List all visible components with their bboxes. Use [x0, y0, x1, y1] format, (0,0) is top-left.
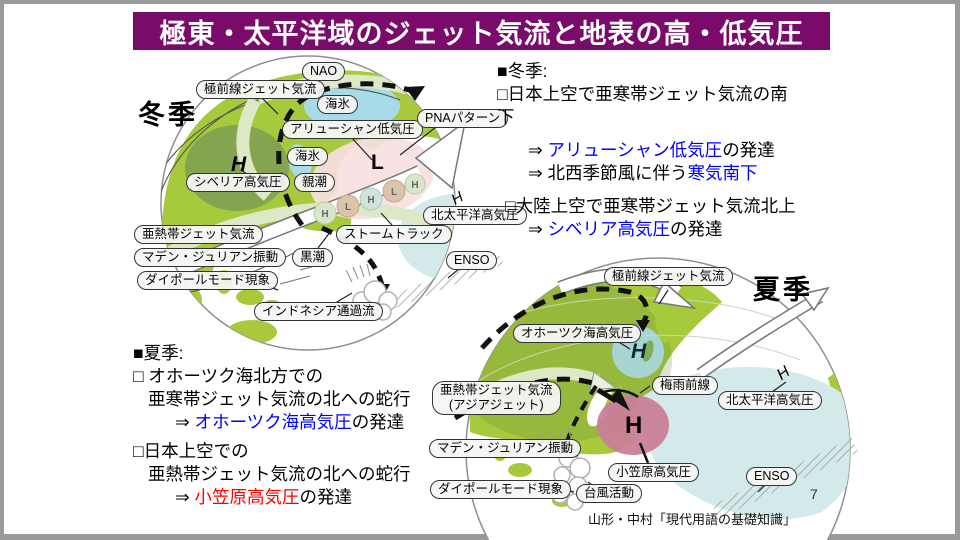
slide-title-bar: 極東・太平洋域のジェット気流と地表の高・低気圧 [133, 12, 830, 50]
label-okhotsk-high: オホーツク海高気圧 [513, 324, 642, 343]
summer-notes: ■夏季: □ オホーツク海北方での 亜寒帯ジェット気流の北への蛇行 ⇒ オホーツ… [133, 342, 443, 509]
label-baiu-front: 梅雨前線 [652, 376, 719, 395]
winter-result-1-highlight: アリューシャン低気圧 [547, 140, 723, 160]
winter-point1-line2: 下 [497, 107, 515, 127]
label-polar-front-jet-summer: 極前線ジェット気流 [604, 267, 733, 286]
storm-track-symbol: L [391, 187, 397, 198]
storm-track-symbol: L [345, 202, 351, 213]
arrow-glyph: ⇒ [175, 487, 195, 507]
label-sea-ice-mid: 海氷 [287, 147, 329, 166]
label-nao: NAO [302, 62, 346, 81]
storm-track-symbol: H [321, 209, 328, 220]
high-symbol-okhotsk: H [631, 340, 647, 363]
citation-text: 山形・中村「現代用語の基礎知識」 [588, 512, 797, 527]
label-ogasawara-high: 小笠原高気圧 [608, 463, 700, 482]
winter-result-3-highlight: シベリア高気圧 [547, 219, 671, 239]
label-pna-pattern: PNAパターン [417, 109, 509, 128]
label-sea-ice-top: 海氷 [317, 95, 359, 114]
storm-track-symbol: H [411, 180, 418, 191]
summer-point2-line2: 亜熱帯ジェット気流の北への蛇行 [148, 464, 411, 484]
label-indonesian-throughflow: インドネシア通過流 [254, 302, 383, 321]
label-kuroshio: 黒潮 [292, 248, 334, 267]
winter-notes: ■冬季: □日本上空で亜寒帯ジェット気流の南 下 ⇒ アリューシャン低気圧の発達… [497, 60, 847, 241]
label-dipole-mode-winter: ダイポールモード現象 [137, 271, 279, 290]
label-typhoon-activity: 台風活動 [576, 484, 643, 503]
winter-result-2: ⇒ 北西季節風に伴う寒気南下 [528, 162, 847, 185]
summer-result-1: ⇒ オホーツク海高気圧の発達 [175, 411, 443, 434]
summer-result-2-highlight: 小笠原高気圧 [194, 487, 300, 507]
label-subtropical-jet-winter: 亜熱帯ジェット気流 [134, 225, 263, 244]
summer-result-1-tail: の発達 [351, 412, 405, 432]
arrow-glyph: ⇒ [528, 219, 548, 239]
label-polar-front-jet-winter: 極前線ジェット気流 [196, 80, 325, 99]
label-storm-track: ストームトラック [336, 225, 452, 244]
storm-track-symbol: H [367, 195, 374, 206]
winter-result-1: ⇒ アリューシャン低気圧の発達 [528, 139, 847, 162]
winter-result-3-tail: の発達 [670, 219, 723, 239]
high-symbol-siberia: H [231, 153, 247, 176]
label-north-pacific-high-summer: 北太平洋高気圧 [718, 391, 822, 410]
summer-result-2-tail: の発達 [299, 487, 353, 507]
summer-season-label: 夏季 [753, 275, 813, 305]
label-enso-winter: ENSO [446, 251, 498, 270]
label-subtropical-jet-summer: 亜熱帯ジェット気流 (アジアジェット) [432, 381, 561, 415]
low-symbol-aleutian: L [371, 151, 384, 174]
summer-result-2: ⇒ 小笠原高気圧の発達 [175, 486, 443, 509]
arrow-glyph: ⇒ [175, 412, 195, 432]
label-aleutian-low: アリューシャン低気圧 [282, 120, 423, 139]
summer-notes-heading: ■夏季: [133, 343, 184, 363]
label-enso-summer: ENSO [746, 467, 798, 486]
summer-point1-line1: □ オホーツク海北方での [133, 366, 324, 386]
winter-result-1-tail: の発達 [722, 140, 775, 160]
label-north-pacific-high-winter: 北太平洋高気圧 [423, 206, 527, 225]
arrow-glyph: ⇒ [528, 140, 548, 160]
high-symbol-ogasawara: H [625, 412, 643, 439]
slide-title: 極東・太平洋域のジェット気流と地表の高・低気圧 [159, 18, 804, 49]
winter-season-label: 冬季 [138, 100, 198, 130]
summer-result-1-highlight: オホーツク海高気圧 [194, 412, 352, 432]
label-oyashio: 親潮 [294, 173, 336, 192]
winter-result-3: ⇒ シベリア高気圧の発達 [528, 218, 847, 241]
winter-point1-line1: □日本上空で亜寒帯ジェット気流の南 [497, 84, 788, 104]
label-madden-julian-summer: マデン・ジュリアン振動 [429, 439, 582, 458]
winter-result-2-highlight: 寒気南下 [687, 163, 758, 183]
winter-point2: □大陸上空で亜寒帯ジェット気流北上 [505, 196, 796, 216]
label-madden-julian-winter: マデン・ジュリアン振動 [134, 248, 287, 267]
page-number: 7 [810, 486, 818, 502]
label-subtropical-jet-summer-line2: (アジアジェット) [448, 398, 544, 412]
winter-notes-heading: ■冬季: [497, 61, 548, 81]
winter-result-2-head: 北西季節風に伴う [547, 163, 688, 183]
label-siberian-high: シベリア高気圧 [186, 173, 290, 192]
arrow-glyph: ⇒ [528, 163, 548, 183]
summer-point2-line1: □日本上空での [133, 441, 249, 461]
label-dipole-mode-summer: ダイポールモード現象 [430, 480, 572, 499]
summer-point1-line2: 亜寒帯ジェット気流の北への蛇行 [148, 389, 411, 409]
label-subtropical-jet-summer-line1: 亜熱帯ジェット気流 [440, 383, 553, 397]
